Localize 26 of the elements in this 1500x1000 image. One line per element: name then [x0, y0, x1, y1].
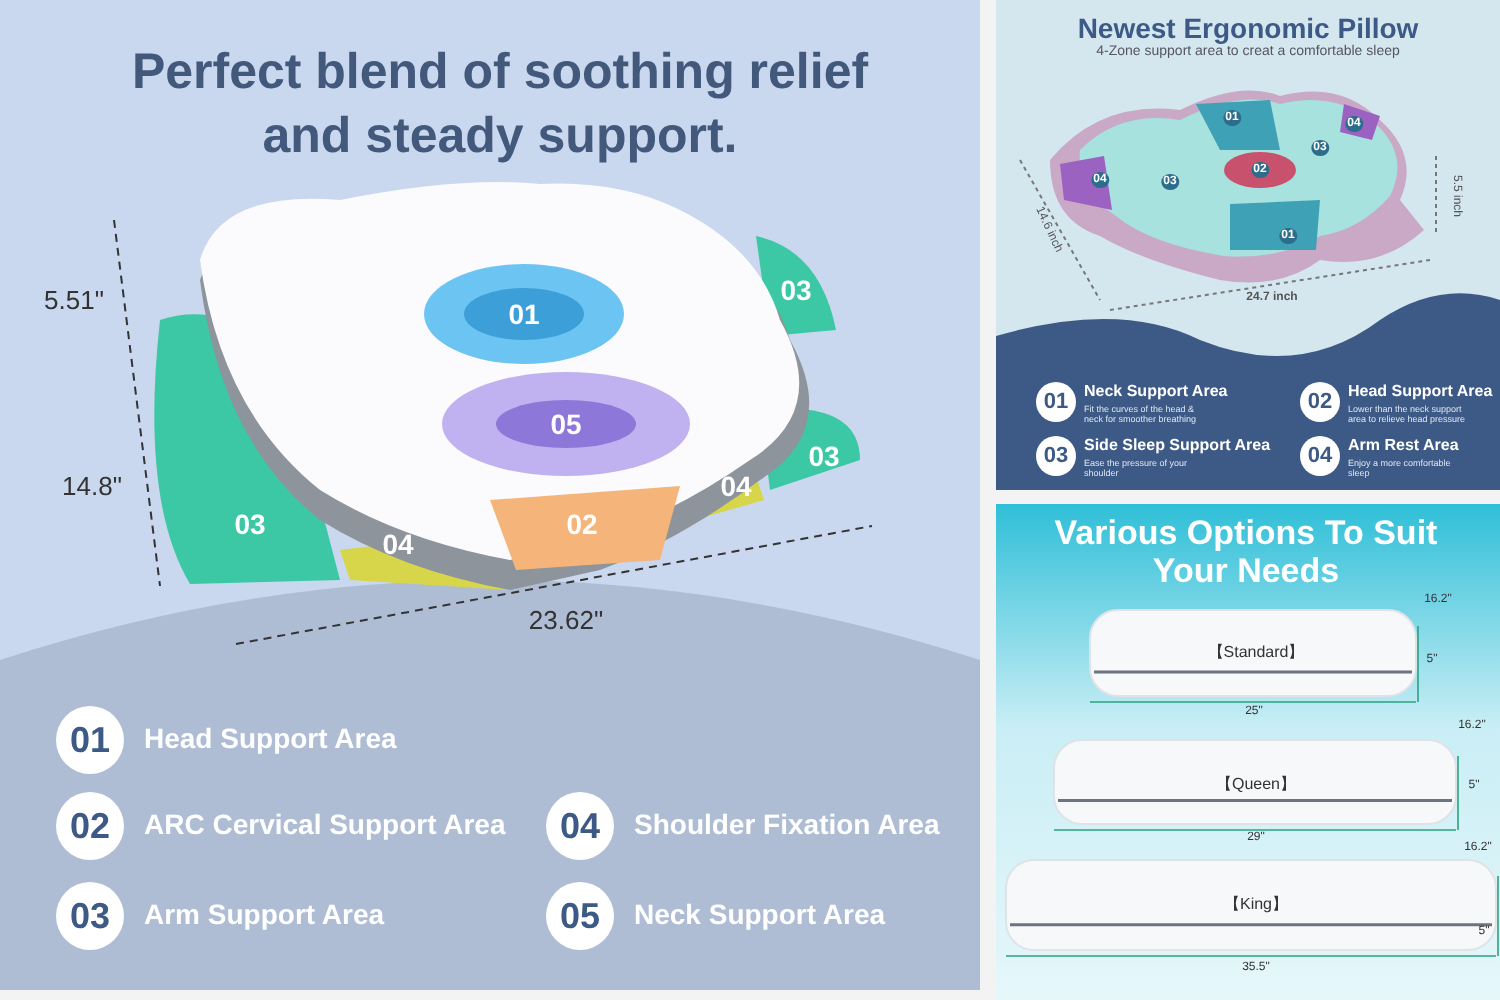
- dimension-label: 14.8": [62, 471, 122, 501]
- zone-number: 03: [780, 274, 812, 306]
- area-name: ARC Cervical Support Area: [144, 808, 506, 840]
- size-label: 【King】: [1224, 893, 1288, 915]
- zone-number: 02: [566, 508, 598, 540]
- zone-number: 05: [550, 408, 582, 440]
- area-name: Shoulder Fixation Area: [634, 808, 940, 840]
- area-name: Arm Rest Area: [1348, 436, 1459, 454]
- zone-number: 04: [382, 528, 414, 560]
- dimension-label: 23.62": [528, 605, 604, 635]
- area-name: Arm Support Area: [144, 898, 385, 930]
- heading: Newest Ergonomic Pillow: [1077, 12, 1419, 44]
- area-name: Neck Support Area: [634, 898, 886, 930]
- size-label: 【Standard】: [1207, 641, 1305, 663]
- zone-number: 01: [508, 298, 540, 330]
- heading: Perfect blend of soothing relief and steady support.: [129, 42, 871, 168]
- zone-number: 03: [808, 440, 840, 472]
- area-name: Side Sleep Support Area: [1084, 436, 1271, 454]
- area-name: Neck Support Area: [1084, 382, 1228, 400]
- heading: Various Options To Suit Your Needs: [1052, 514, 1440, 590]
- zone-number: 04: [720, 470, 752, 502]
- dimension-label: 5.51": [44, 285, 104, 315]
- area-name: Head Support Area: [1348, 382, 1493, 400]
- area-name: Head Support Area: [144, 722, 397, 754]
- size-label: 【Queen】: [1215, 773, 1297, 795]
- zone-number: 03: [234, 508, 266, 540]
